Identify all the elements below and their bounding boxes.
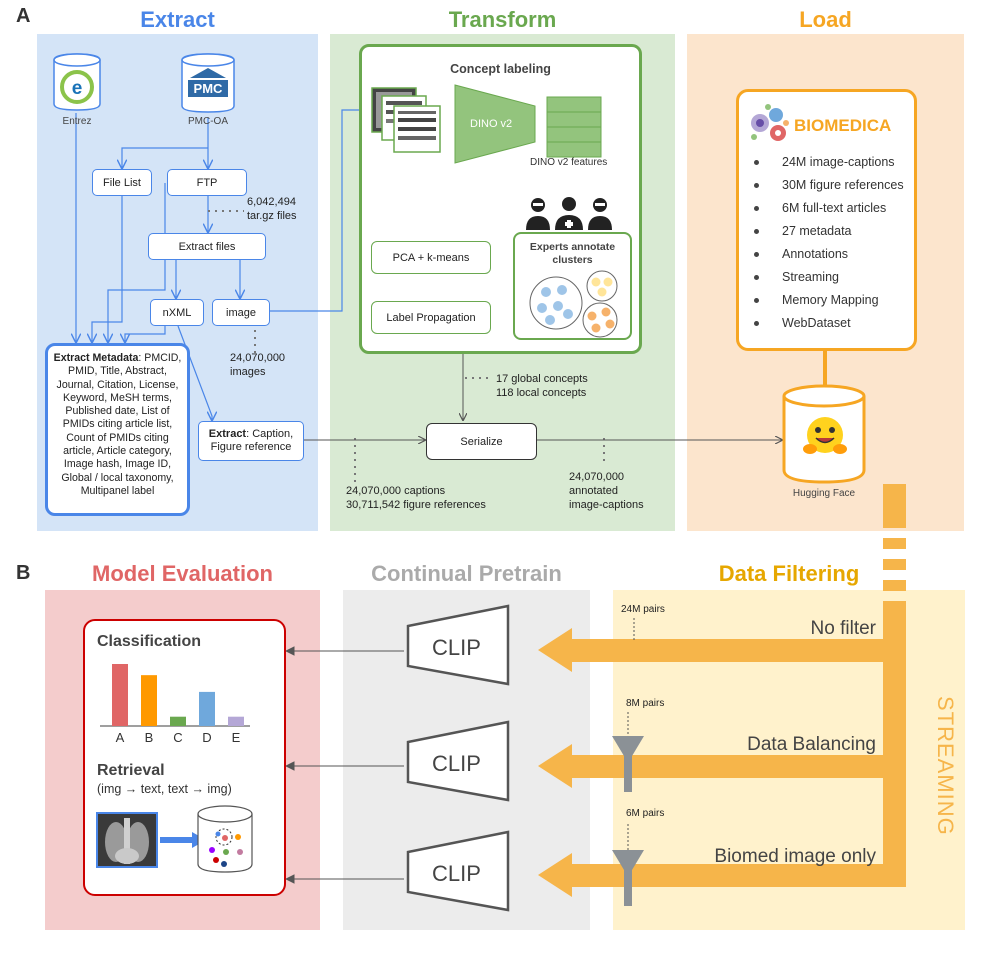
local-concepts: 118 local concepts xyxy=(496,387,587,399)
filter-label-1: No filter xyxy=(810,618,876,639)
filter-label-3: Biomed image only xyxy=(714,846,876,867)
annotated-count-value: 24,070,000 xyxy=(569,471,625,483)
pairs-count-2: 8M pairs xyxy=(626,698,665,709)
feature-item: Annotations xyxy=(752,243,912,266)
embedding-database-icon xyxy=(197,805,253,873)
ftp-box: FTP xyxy=(167,169,247,196)
hugging-face-label: Hugging Face xyxy=(792,488,856,499)
feature-item: 30M figure references xyxy=(752,174,912,197)
hugging-face-icon xyxy=(803,417,847,454)
images-count-unit: images xyxy=(230,366,266,378)
figref-count: 30,711,542 figure references xyxy=(346,499,486,511)
extract-caption-title: Extract xyxy=(208,428,247,440)
bar-d xyxy=(199,691,215,726)
dino-encoder-shape xyxy=(454,84,536,164)
extract-metadata-title: Extract Metadata xyxy=(53,352,139,364)
bar-label-a: A xyxy=(116,730,125,745)
feature-item: 27 metadata xyxy=(752,220,912,243)
extract-caption-body: : Caption, Figure reference xyxy=(210,428,294,453)
card-to-hub-connector xyxy=(823,351,827,385)
images-count: 24,070,000 images xyxy=(230,351,285,379)
clip-label-3: CLIP xyxy=(432,861,481,886)
pmc-logo-text: PMC xyxy=(193,81,223,96)
extract-caption-box: Extract: Caption, Figure reference xyxy=(198,421,304,461)
dino-encoder-label: DINO v2 xyxy=(470,118,513,130)
bar-c xyxy=(170,716,186,726)
extract-files-box: Extract files xyxy=(148,233,266,260)
bar-label-e: E xyxy=(232,730,241,745)
pmc-logo-icon xyxy=(180,52,236,114)
clusters-icon xyxy=(529,270,618,338)
pairs-count-3: 6M pairs xyxy=(626,808,665,819)
entrez-logo-icon: e xyxy=(52,52,102,112)
panel-a-connectors xyxy=(0,0,1007,482)
biomedica-logo-icon xyxy=(751,104,789,141)
tar-count-value: 6,042,494 xyxy=(247,196,296,208)
classification-bar-chart: A B C D E xyxy=(100,664,250,745)
dino-features-icon xyxy=(546,96,602,158)
continual-pretrain-header: Continual Pretrain xyxy=(371,561,562,586)
clip-label-2: CLIP xyxy=(432,751,481,776)
panel-label-b: B xyxy=(16,562,31,584)
streaming-label: STREAMING xyxy=(933,696,958,836)
label-propagation-box: Label Propagation xyxy=(371,301,491,334)
global-concepts: 17 global concepts xyxy=(496,373,588,385)
image-stack-icon xyxy=(371,87,441,153)
bar-a xyxy=(112,664,128,726)
nxml-box: nXML xyxy=(150,299,204,326)
clip-label-1: CLIP xyxy=(432,635,481,660)
dino-features-label: DINO v2 features xyxy=(530,157,608,168)
images-count-value: 24,070,000 xyxy=(230,352,286,364)
captions-count: 24,070,000 captions xyxy=(346,485,446,497)
annotated-unit-1: annotated xyxy=(569,485,618,497)
transform-header: Transform xyxy=(448,7,557,32)
feature-item: 6M full-text articles xyxy=(752,197,912,220)
svg-text:e: e xyxy=(72,78,83,99)
classification-title: Classification xyxy=(97,633,202,650)
captions-figref-count: 24,070,000 captions 30,711,542 figure re… xyxy=(346,484,486,512)
concepts-count: 17 global concepts 118 local concepts xyxy=(496,372,588,400)
annotated-count: 24,070,000 annotated image-captions xyxy=(569,470,644,512)
bar-label-b: B xyxy=(145,730,154,745)
extract-metadata-box: Extract Metadata: PMCID, PMID, Title, Ab… xyxy=(45,343,190,516)
bar-label-c: C xyxy=(173,730,182,745)
experts-icon xyxy=(526,197,612,230)
bar-b xyxy=(141,675,157,726)
bar-label-d: D xyxy=(202,730,211,745)
entrez-label: Entrez xyxy=(62,116,92,127)
pmc-oa-label: PMC-OA xyxy=(188,116,228,127)
retrieval-subtitle: (img → text, text → img) xyxy=(97,782,232,796)
streaming-pipe xyxy=(538,484,906,906)
biomedica-card xyxy=(736,89,917,351)
feature-item: 24M image-captions xyxy=(752,151,912,174)
biomedica-brand: BIOMEDICA xyxy=(794,116,892,135)
load-header: Load xyxy=(799,7,852,32)
image-box: image xyxy=(212,299,270,326)
pca-kmeans-box: PCA + k-means xyxy=(371,241,491,274)
pairs-count-1: 24M pairs xyxy=(621,604,665,615)
experts-annotate-title: Experts annotate clusters xyxy=(529,241,616,266)
serialize-box: Serialize xyxy=(426,423,537,460)
biomedica-feature-list: 24M image-captions 30M figure references… xyxy=(752,151,912,335)
annotated-unit-2: image-captions xyxy=(569,499,644,511)
data-filtering-header: Data Filtering xyxy=(718,561,860,586)
model-eval-header: Model Evaluation xyxy=(92,561,273,586)
panel-label-a: A xyxy=(16,5,31,27)
clip-to-eval-arrows xyxy=(286,646,404,884)
filter-label-2: Data Balancing xyxy=(747,734,876,755)
concept-labeling-title: Concept labeling xyxy=(450,62,551,76)
extract-metadata-body: PMCID, PMID, Title, Abstract, Journal, C… xyxy=(56,352,182,497)
xray-image xyxy=(96,812,158,868)
feature-item: Memory Mapping xyxy=(752,289,912,312)
retrieval-title: Retrieval xyxy=(97,762,165,779)
bar-e xyxy=(228,716,244,726)
feature-item: Streaming xyxy=(752,266,912,289)
file-list-box: File List xyxy=(92,169,152,196)
extract-header: Extract xyxy=(140,7,215,32)
feature-item: WebDataset xyxy=(752,312,912,335)
tar-count: 6,042,494 tar.gz files xyxy=(247,195,297,223)
tar-count-unit: tar.gz files xyxy=(247,210,297,222)
clip-models xyxy=(406,604,510,912)
